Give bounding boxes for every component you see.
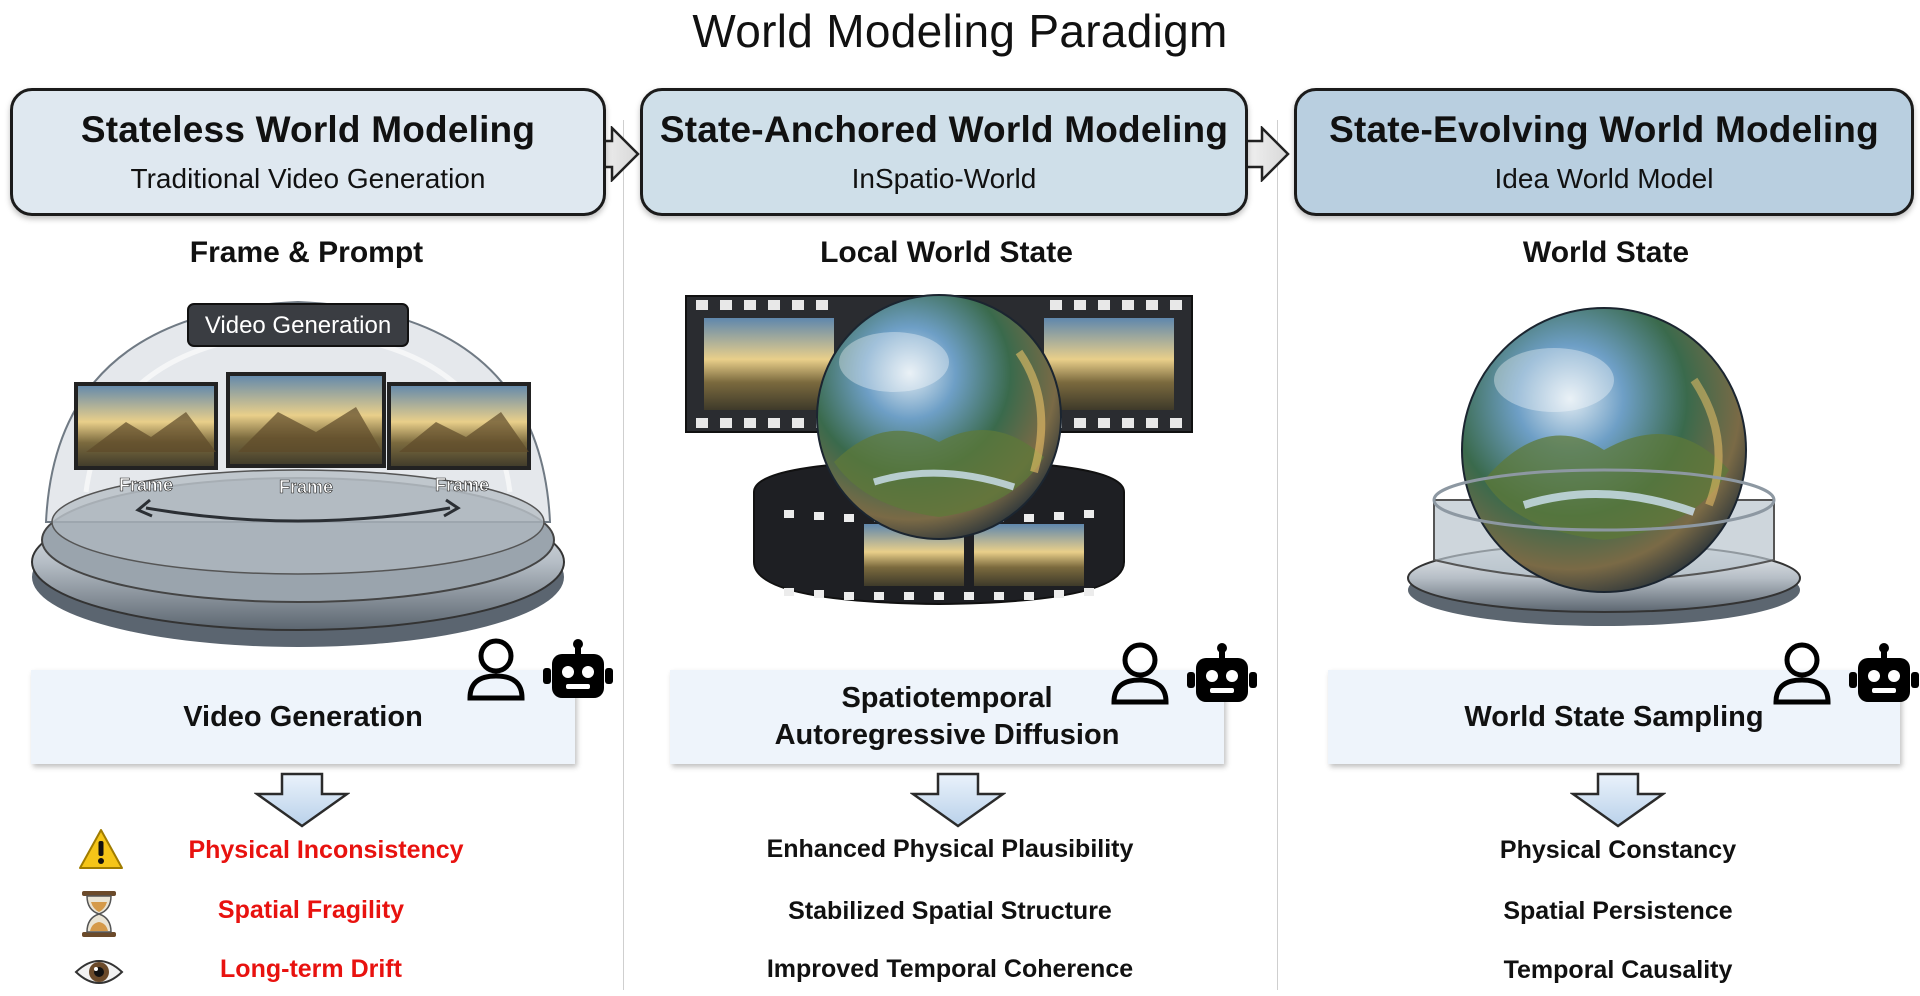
state-label: World State [1522, 236, 1690, 269]
outcome-spatial-persistence: Spatial Persistence [1503, 897, 1733, 925]
state-label: Frame & Prompt [189, 236, 424, 269]
frame-label: Frame [119, 475, 173, 495]
actor-icons [1110, 640, 1258, 706]
outcome-stabilized-spatial-structure: Stabilized Spatial Structure [788, 897, 1112, 925]
hourglass-icon [82, 891, 116, 937]
column-divider [623, 120, 624, 990]
video-generation-badge: Video Generation [205, 312, 391, 339]
world-state-globe-illustration [1407, 307, 1801, 626]
person-icon [1111, 642, 1169, 705]
outcome-enhanced-physical-plausibility: Enhanced Physical Plausibility [766, 835, 1134, 863]
header-subtitle: Traditional Video Generation [130, 163, 486, 194]
down-arrow-icon [254, 772, 350, 828]
method-box: World State Sampling [1328, 670, 1900, 764]
down-arrow-icon [910, 772, 1006, 828]
robot-icon [543, 639, 613, 698]
down-arrow-icon [1570, 772, 1666, 828]
eye-icon [74, 960, 124, 984]
outcome-spatial-fragility: Spatial Fragility [217, 896, 405, 924]
warning-icon [79, 829, 123, 869]
header-box: State-Anchored World Modeling InSpatio-W… [640, 88, 1248, 216]
actor-icons [1772, 640, 1920, 706]
actor-icons [466, 636, 614, 702]
method-box: Spatiotemporal Autoregressive Diffusion [670, 670, 1224, 764]
robot-icon [1187, 643, 1257, 702]
paradigm-column-state-evolving: State-Evolving World Modeling Idea World… [1278, 0, 1920, 996]
outcome-physical-constancy: Physical Constancy [1499, 836, 1737, 864]
paradigm-column-stateless: Stateless World Modeling Traditional Vid… [0, 0, 623, 996]
local-world-state-filmstrip-globe-illustration [685, 294, 1193, 606]
robot-icon [1849, 643, 1919, 702]
outcome-temporal-causality: Temporal Causality [1503, 956, 1733, 984]
header-box: State-Evolving World Modeling Idea World… [1294, 88, 1914, 216]
frame-label: Frame [435, 475, 489, 495]
person-icon [1773, 642, 1831, 705]
header-title: Stateless World Modeling [80, 109, 536, 150]
outcome-improved-temporal-coherence: Improved Temporal Coherence [766, 955, 1134, 983]
column-divider [1277, 120, 1278, 990]
video-generation-dome-illustration: Video Generation Frame Frame Frame [31, 300, 565, 647]
page-title: World Modeling Paradigm [692, 5, 1228, 57]
paradigm-column-state-anchored: State-Anchored World Modeling InSpatio-W… [624, 0, 1277, 996]
header-subtitle: Idea World Model [1494, 163, 1714, 194]
header-title: State-Anchored World Modeling [659, 109, 1229, 150]
state-label: Local World State [820, 236, 1073, 269]
outcome-long-term-drift: Long-term Drift [220, 955, 402, 983]
person-icon [467, 638, 525, 701]
header-box: Stateless World Modeling Traditional Vid… [10, 88, 606, 216]
header-title: State-Evolving World Modeling [1329, 109, 1879, 150]
outcome-physical-inconsistency: Physical Inconsistency [188, 836, 464, 864]
header-subtitle: InSpatio-World [851, 163, 1037, 194]
method-box: Video Generation [31, 670, 575, 764]
frame-label: Frame [279, 477, 333, 497]
